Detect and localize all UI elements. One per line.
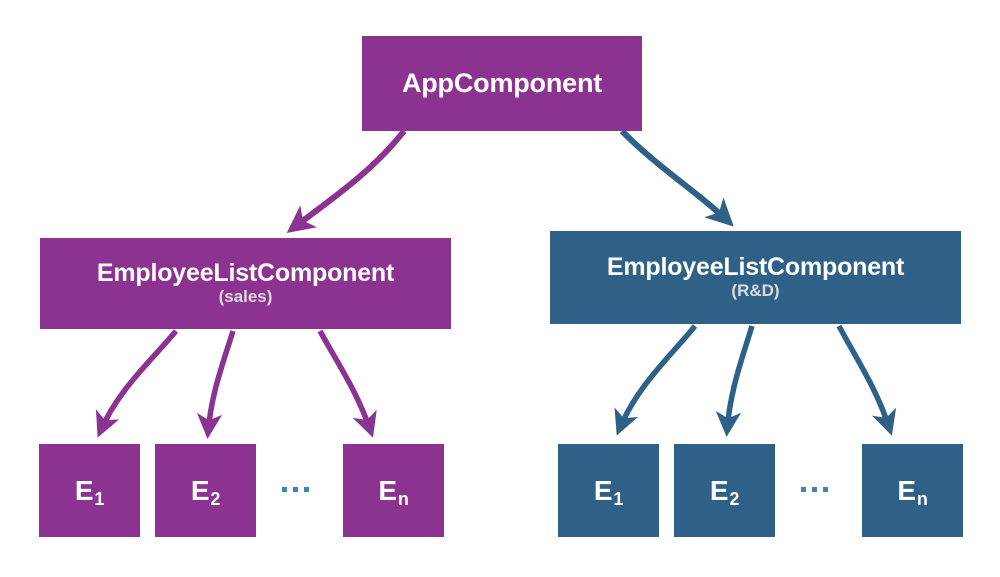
node-app-component-label: AppComponent <box>401 68 603 99</box>
ellipsis-sales <box>272 479 318 499</box>
edge-app-to-rnd <box>619 128 734 227</box>
edge-rnd-to-en <box>836 324 897 436</box>
node-employee-list-rnd-subtitle: (R&D) <box>731 281 780 301</box>
edge-rnd-to-e2 <box>715 325 755 438</box>
edge-rnd-to-e1 <box>614 324 698 436</box>
node-employee-list-rnd[interactable]: EmployeeListComponent (R&D) <box>550 231 961 324</box>
ellipsis-dot <box>303 486 309 492</box>
node-employee-list-sales[interactable]: EmployeeListComponent (sales) <box>40 238 451 329</box>
edge-sales-to-e1 <box>95 329 179 438</box>
ellipsis-dot <box>281 486 287 492</box>
edge-sales-to-e2 <box>196 330 236 440</box>
edge-sales-to-en <box>317 329 377 438</box>
node-employee-list-rnd-label: EmployeeListComponent <box>606 253 905 282</box>
ellipsis-dot <box>800 486 806 492</box>
ellipsis-dot <box>292 486 298 492</box>
node-app-component[interactable]: AppComponent <box>362 36 642 131</box>
ellipsis-dot <box>822 486 828 492</box>
ellipsis-rnd <box>791 479 837 499</box>
node-employee-list-sales-subtitle: (sales) <box>218 287 273 307</box>
edge-app-to-sales <box>286 129 407 234</box>
ellipsis-dot <box>811 486 817 492</box>
node-employee-list-sales-label: EmployeeListComponent <box>96 259 395 288</box>
